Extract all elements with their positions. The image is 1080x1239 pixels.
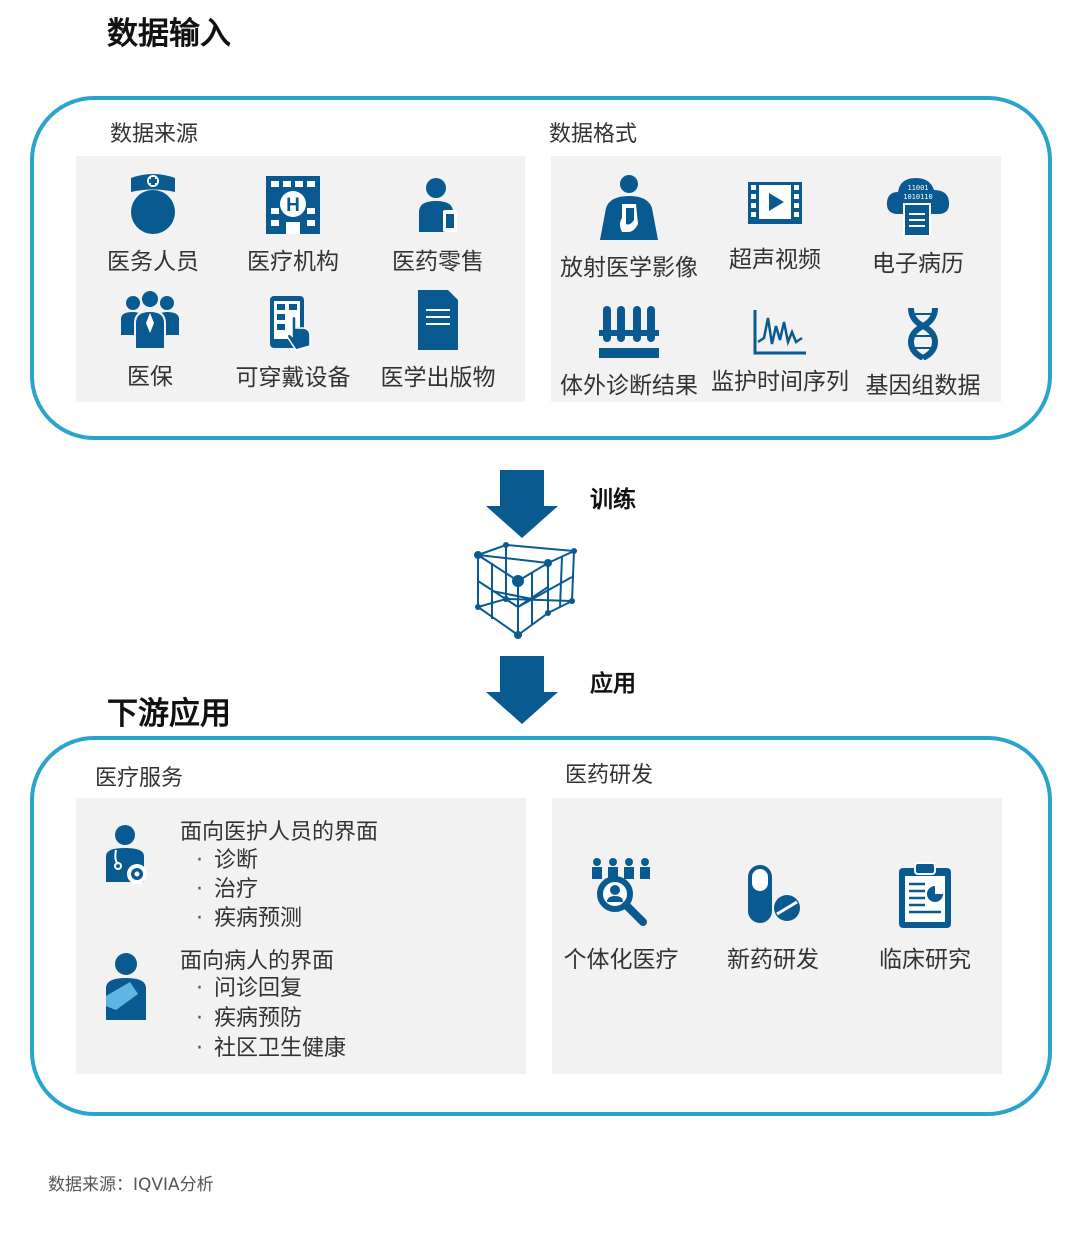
nurse-icon [131,174,175,234]
source-note: 数据来源：IQVIA分析 [48,1175,214,1195]
source-item-institution: H 医疗机构 [239,174,347,276]
people-search-icon [592,858,650,926]
dna-icon [907,307,939,360]
service-group-title: 面向医护人员的界面 [180,820,379,845]
clipboard-chart-icon [899,862,951,928]
patient-icon [106,953,146,1020]
services-label: 医疗服务 [95,766,184,791]
tablet-touch-icon [270,296,311,351]
format-label: 电子病历 [872,251,964,277]
source-label: 医药零售 [392,249,484,275]
input-frame [30,96,1052,440]
format-label: 超声视频 [729,247,821,273]
rnd-label: 临床研究 [879,947,971,973]
waveform-icon [753,310,806,355]
format-label: 监护时间序列 [711,369,849,395]
document-icon [418,290,458,350]
format-item-genomics: 基因组数据 [858,306,988,400]
service-bullet: ·诊断 [196,848,259,873]
rnd-panel [552,798,1002,1074]
service-bullet: ·疾病预防 [196,1006,303,1031]
output-title: 下游应用 [107,696,231,732]
source-item-staff: 医务人员 [99,172,207,276]
format-label: 体外诊断结果 [560,373,698,399]
rnd-item-drug: 新药研发 [714,862,832,974]
rnd-label: 个体化医疗 [563,947,679,973]
format-label: 放射医学影像 [560,255,698,281]
service-bullet: ·问诊回复 [196,976,303,1001]
cube-network-icon [474,542,578,639]
format-item-radiology: 放射医学影像 [554,174,704,282]
service-bullet: ·疾病预测 [196,906,303,931]
arrow-down-apply-icon [486,656,558,724]
apply-label: 应用 [590,671,636,697]
rnd-item-personalized: 个体化医疗 [558,856,684,974]
source-label: 医保 [127,364,173,390]
source-item-insurance: 医保 [96,289,204,391]
rnd-label: 新药研发 [727,947,819,973]
formats-label: 数据格式 [549,122,638,147]
train-label: 训练 [590,487,636,513]
xray-person-icon [600,175,658,240]
cloud-text-1: 11001 [907,184,928,192]
service-bullet: ·治疗 [196,877,259,902]
pharmacy-person-icon [419,178,457,232]
test-tubes-icon [599,306,659,358]
service-group-title: 面向病人的界面 [180,949,335,974]
pill-icon [748,865,800,923]
film-play-icon [748,182,802,224]
svg-text:H: H [286,195,300,216]
input-title: 数据输入 [107,16,231,52]
source-item-publication: 医学出版物 [374,288,502,392]
source-label: 可穿戴设备 [235,365,351,391]
service-bullet: ·社区卫生健康 [196,1036,347,1061]
arrow-down-train-icon [486,470,558,538]
doctor-icon [106,825,147,884]
format-item-ultrasound: 超声视频 [720,180,830,274]
cloud-document-icon: 11001 1010110 [886,178,950,237]
cloud-text-2: 1010110 [903,193,933,201]
group-icon [121,289,179,350]
source-item-retail: 医药零售 [384,176,492,276]
services-panel [76,798,526,1074]
rnd-item-clinical: 临床研究 [866,862,984,974]
format-item-emr: 11001 1010110 电子病历 [864,174,972,278]
sources-label: 数据来源 [110,122,199,147]
source-label: 医疗机构 [247,249,339,275]
format-item-monitoring: 监护时间序列 [705,308,855,396]
format-label: 基因组数据 [865,373,981,399]
format-item-ivd: 体外诊断结果 [554,304,704,400]
hospital-icon: H [266,176,320,234]
rnd-label: 医药研发 [565,763,654,788]
source-label: 医务人员 [107,249,199,275]
source-item-wearable: 可穿戴设备 [230,294,356,392]
output-frame [30,736,1052,1116]
source-label: 医学出版物 [380,365,496,391]
